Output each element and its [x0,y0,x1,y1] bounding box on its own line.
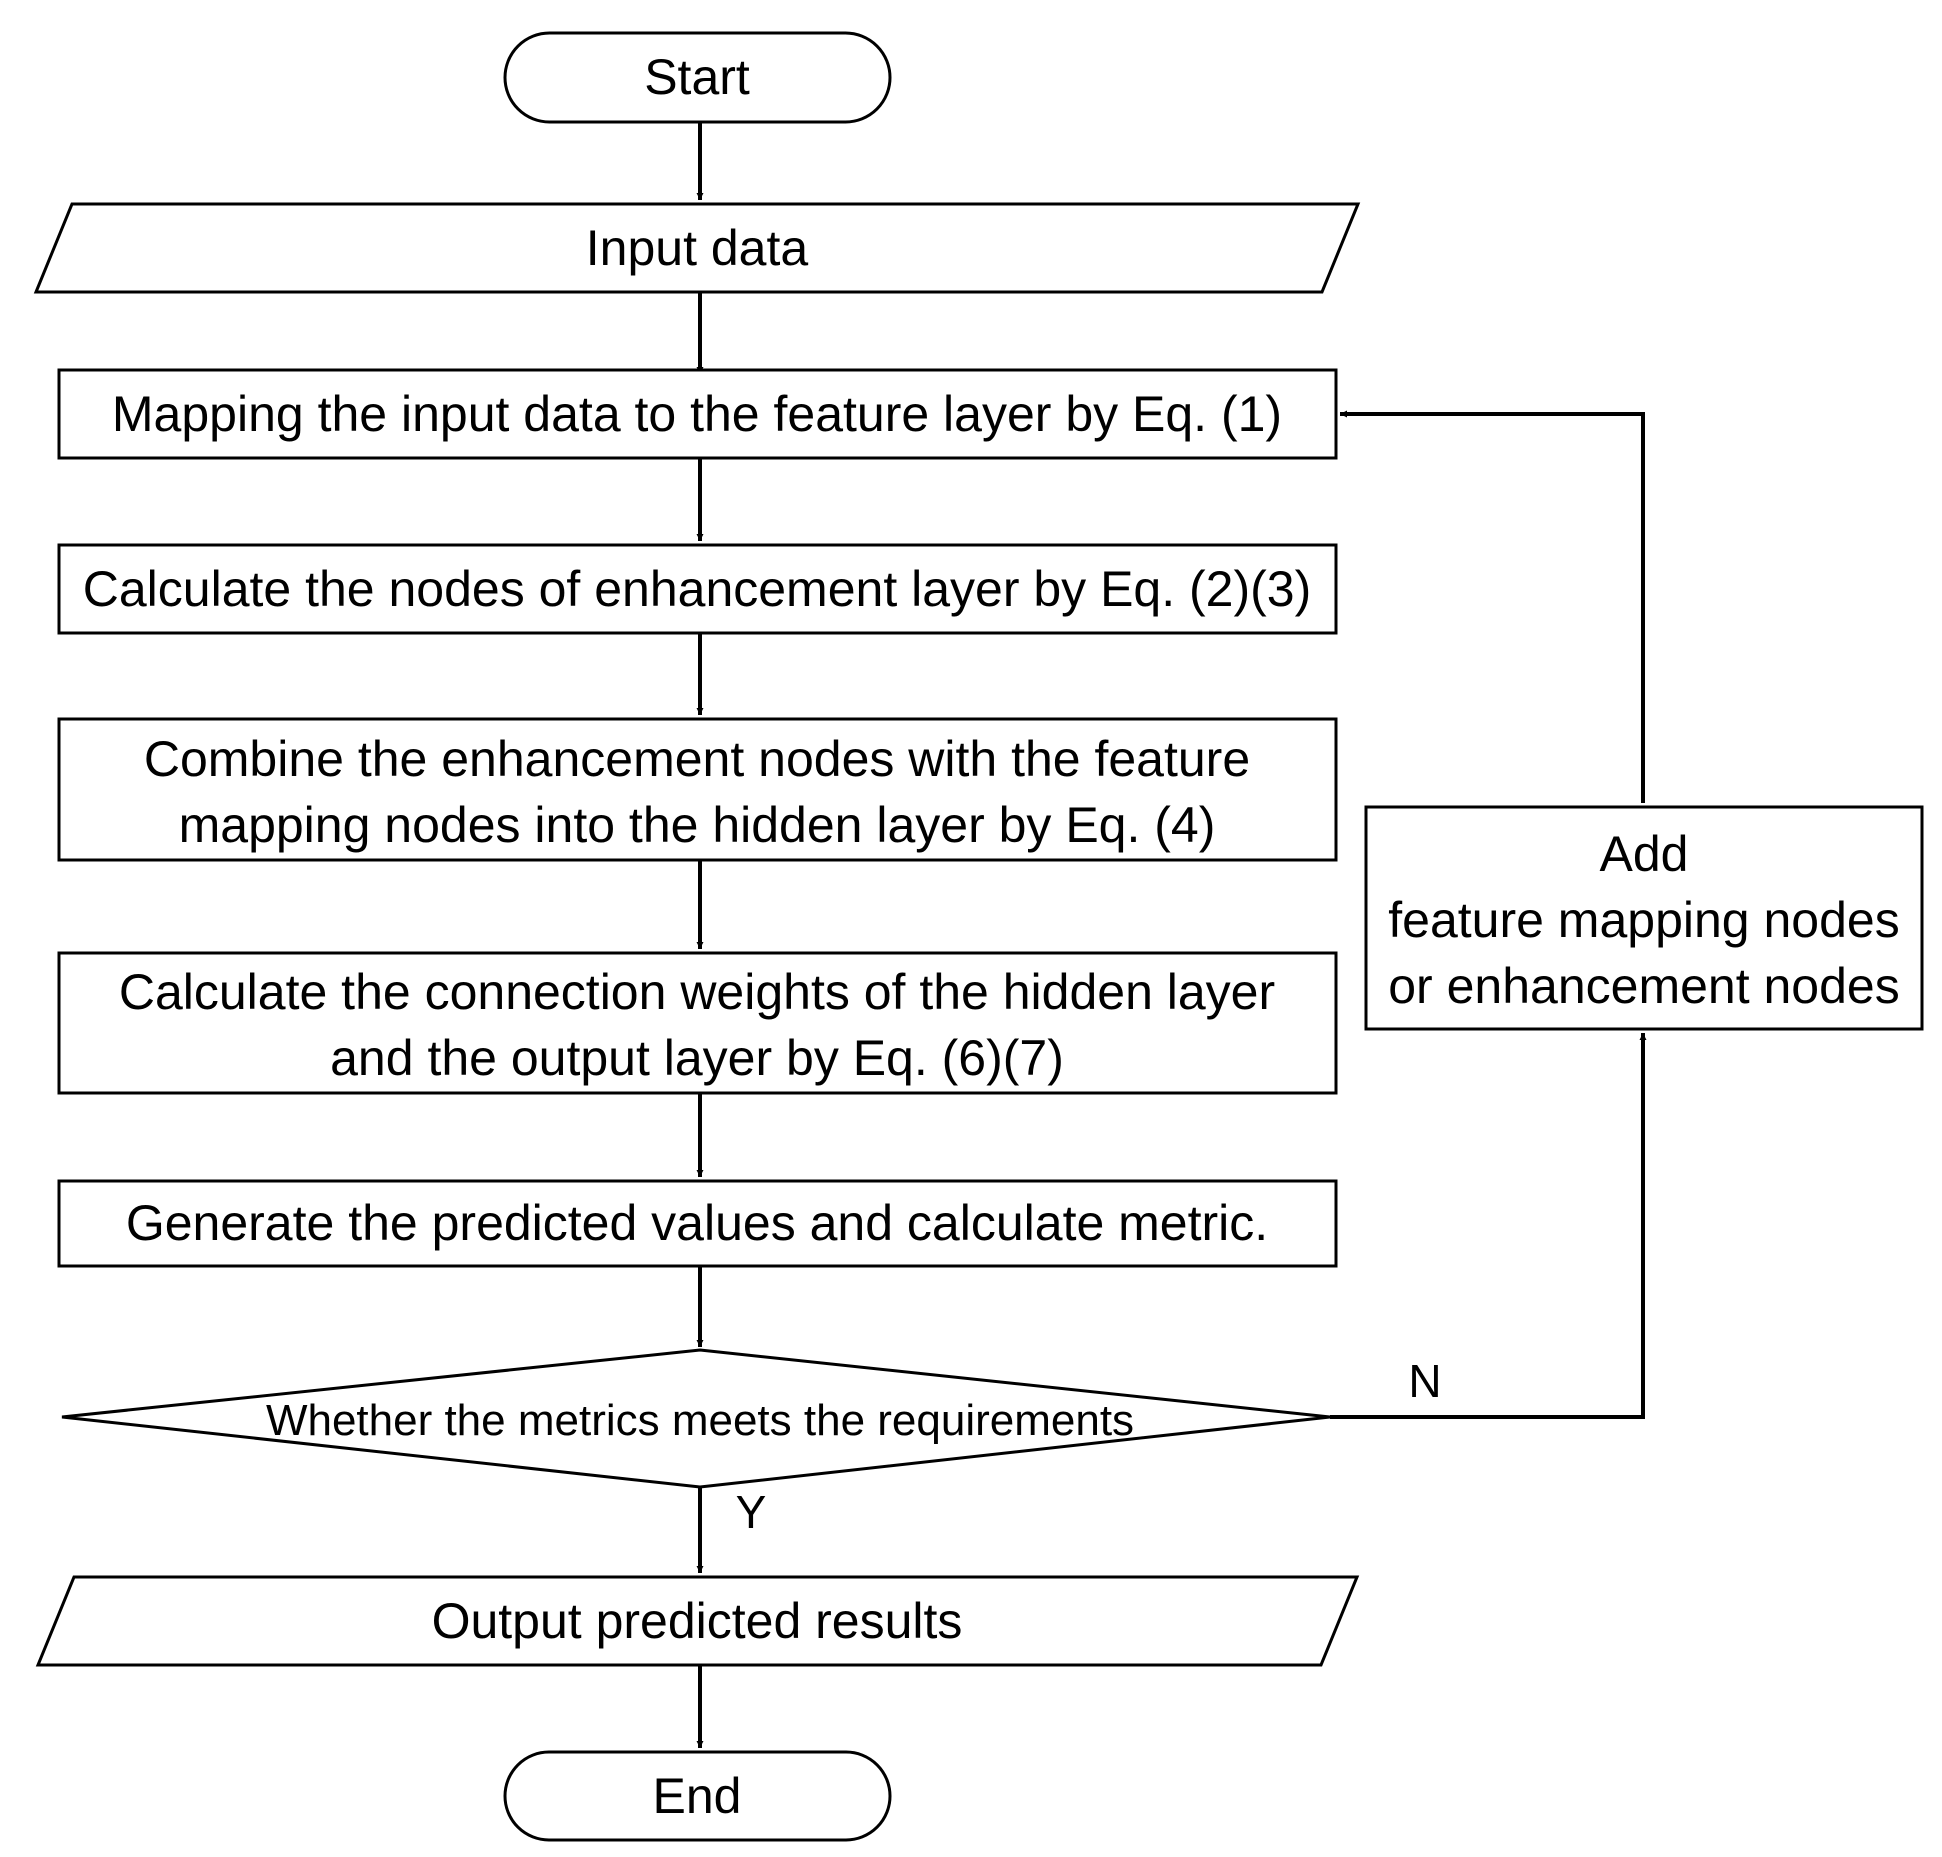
node-label-line: Calculate the nodes of enhancement layer… [83,561,1311,617]
node-label: Add feature mapping nodes or enhancement n… [1388,826,1899,1014]
edge-decision-no-to-add [1330,1033,1647,1419]
node-label: Combine the enhancement nodes with the f… [144,731,1250,853]
node-add-nodes: Add feature mapping nodes or enhancement n… [1364,805,1924,1031]
node-label: Calculate the nodes of enhancement layer… [83,561,1311,617]
node-label: Mapping the input data to the feature la… [112,386,1282,442]
node-label-line: and the output layer by Eq. (6)(7) [330,1030,1064,1086]
node-enhancement: Calculate the nodes of enhancement layer… [57,543,1338,635]
node-label-line: Calculate the connection weights of the … [119,964,1275,1020]
node-label-line: mapping nodes into the hidden layer by E… [179,797,1216,853]
node-output: Output predicted results [35,1575,1360,1667]
edge-label-yes: Y [736,1486,767,1538]
node-label: Generate the predicted values and calcul… [126,1195,1268,1251]
node-mapping: Mapping the input data to the feature la… [57,368,1338,460]
node-label: Input data [586,220,809,276]
node-decision: Whether the metrics meets the requiremen… [61,1348,1331,1489]
node-label: Start [644,49,750,105]
node-label-line: Add [1600,826,1689,882]
process-shape [57,1179,1338,1268]
node-label-line: or enhancement nodes [1388,958,1899,1014]
decision-diamond-shape [61,1348,1331,1489]
node-label: Output predicted results [432,1593,963,1649]
node-label: End [653,1768,742,1824]
node-label-line: End [653,1768,742,1824]
node-combine: Combine the enhancement nodes with the f… [57,717,1338,862]
process-shape [1364,805,1924,1031]
node-generate: Generate the predicted values and calcul… [57,1179,1338,1268]
process-shape [57,717,1338,862]
node-label-line: Mapping the input data to the feature la… [112,386,1282,442]
node-start: Start [503,31,892,124]
node-end: End [503,1750,892,1842]
terminator-shape [503,1750,892,1842]
node-label: Whether the metrics meets the requiremen… [266,1396,1134,1445]
node-label-line: Start [644,49,750,105]
connectors [696,122,1647,1748]
node-label-line: Generate the predicted values and calcul… [126,1195,1268,1251]
parallelogram-shape [33,202,1361,294]
node-label-line: feature mapping nodes [1388,892,1899,948]
node-label-line: Combine the enhancement nodes with the f… [144,731,1250,787]
node-input-data: Input data [33,202,1361,294]
parallelogram-shape [35,1575,1360,1667]
node-weights: Calculate the connection weights of the … [57,951,1338,1095]
terminator-shape [503,31,892,124]
node-label-line: Output predicted results [432,1593,963,1649]
edge-label-no: N [1408,1355,1441,1407]
process-shape [57,543,1338,635]
edge-add-to-mapping [1340,410,1645,803]
node-label: Calculate the connection weights of the … [119,964,1275,1086]
node-label-line: Whether the metrics meets the requiremen… [266,1396,1134,1445]
node-label-line: Input data [586,220,809,276]
process-shape [57,951,1338,1095]
process-shape [57,368,1338,460]
